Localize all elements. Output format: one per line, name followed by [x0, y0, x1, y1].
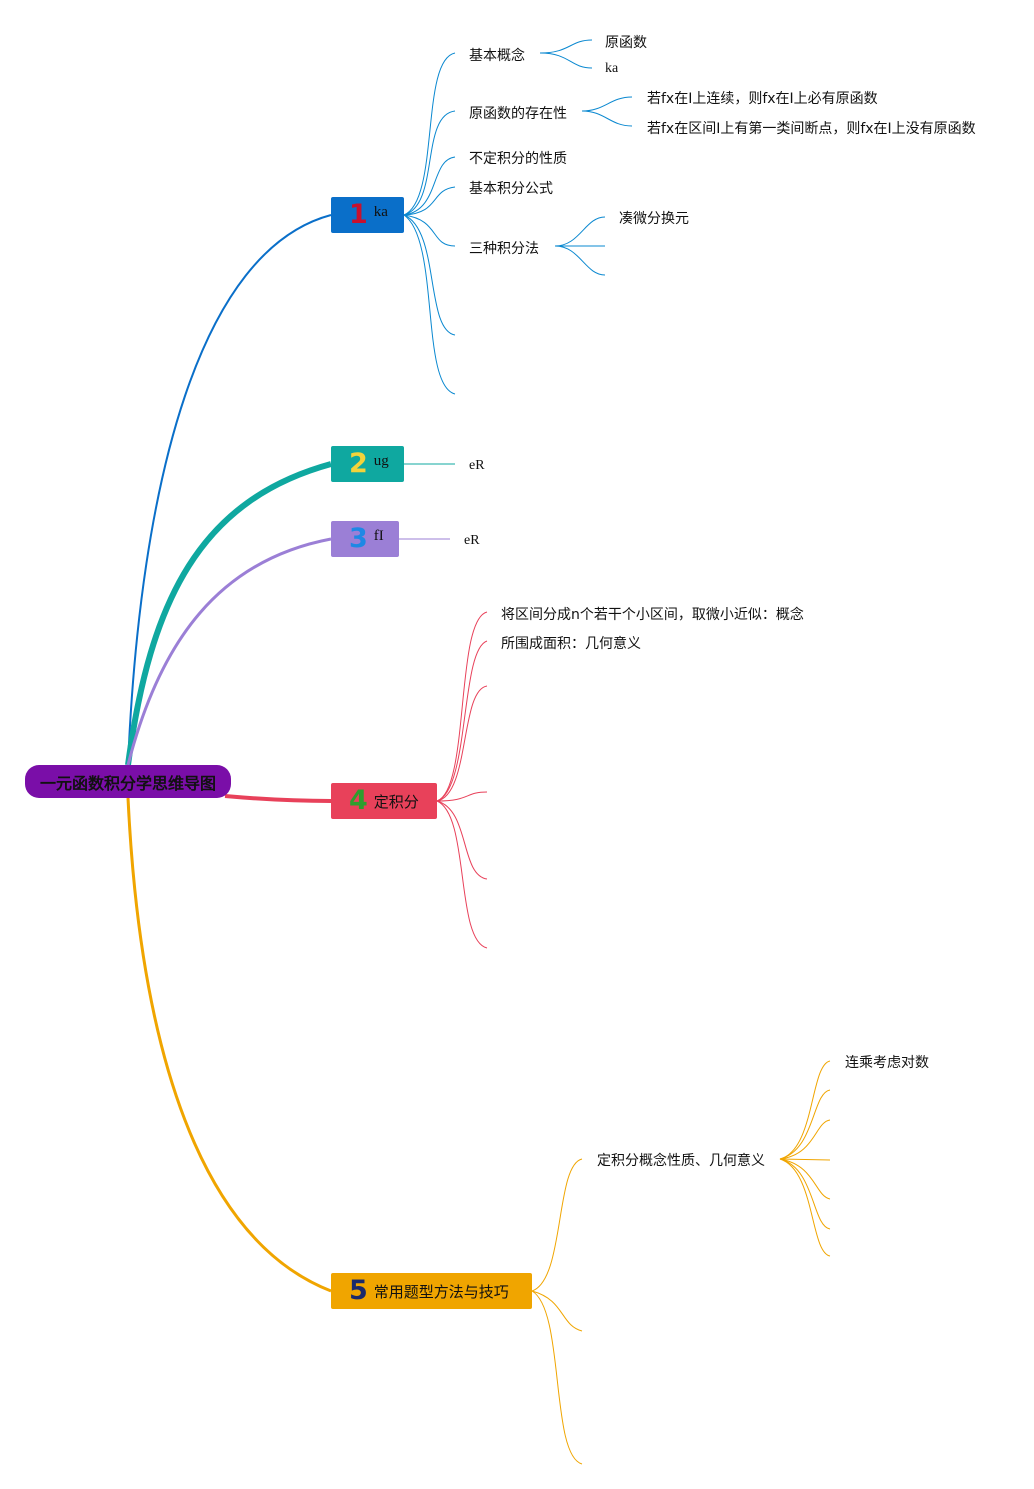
branch-2-node[interactable]: 2 ug	[331, 446, 404, 482]
branch-2-number: 2	[349, 448, 368, 479]
branch-4-label: 定积分	[373, 792, 419, 811]
topic-existence[interactable]: 原函数的存在性	[469, 106, 567, 122]
leaf-antiderivative[interactable]: 原函数	[605, 35, 647, 51]
branch-1-label: ka	[373, 203, 388, 220]
topic-indefinite-integral-properties[interactable]: 不定积分的性质	[469, 151, 567, 167]
branch-2-label: ug	[373, 452, 389, 469]
leaf-partition-concept[interactable]: 将区间分成n个若干个小区间，取微小近似：概念	[501, 607, 804, 623]
root-topic-label: 一元函数积分学思维导图	[39, 773, 216, 793]
leaf-product-use-logarithm[interactable]: 连乘考虑对数	[845, 1055, 929, 1071]
topic-three-methods[interactable]: 三种积分法	[469, 241, 539, 257]
root-topic[interactable]: 一元函数积分学思维导图	[25, 765, 231, 798]
branch-4-number: 4	[349, 785, 368, 816]
topic-definite-integral-properties[interactable]: 定积分概念性质、几何意义	[597, 1153, 765, 1169]
leaf-area-geometric-meaning[interactable]: 所围成面积：几何意义	[501, 636, 641, 652]
topic-basic-concept[interactable]: 基本概念	[469, 48, 525, 64]
branch-1-node[interactable]: 1 ka	[331, 197, 404, 233]
branch-3-number: 3	[349, 523, 368, 554]
connector-root-branch-2	[125, 461, 332, 766]
leaf-ka[interactable]: ka	[605, 61, 619, 76]
branch-5-number: 5	[349, 1275, 368, 1306]
connector-root-branch-5	[126, 797, 332, 1293]
connector-root-branch-4	[224, 794, 332, 803]
leaf-branch-2-er[interactable]: eR	[469, 458, 485, 473]
topic-basic-formulas[interactable]: 基本积分公式	[469, 181, 553, 197]
leaf-substitution[interactable]: 凑微分换元	[619, 211, 689, 227]
leaf-continuous-has-antiderivative[interactable]: 若fx在I上连续，则fx在I上必有原函数	[647, 91, 878, 107]
branch-1-number: 1	[349, 199, 368, 230]
connector-root-branch-1	[127, 214, 332, 766]
connector-root-branch-3	[126, 537, 332, 766]
branch-5-label: 常用题型方法与技巧	[373, 1282, 509, 1301]
leaf-branch-3-er[interactable]: eR	[464, 533, 480, 548]
leaf-discontinuity-no-antiderivative[interactable]: 若fx在区间I上有第一类间断点，则fx在I上没有原函数	[647, 121, 976, 137]
branch-5-node[interactable]: 5 常用题型方法与技巧	[331, 1273, 532, 1309]
branch-3-node[interactable]: 3 fI	[331, 521, 399, 557]
branch-3-label: fI	[373, 527, 384, 544]
branch-4-node[interactable]: 4 定积分	[331, 783, 437, 819]
